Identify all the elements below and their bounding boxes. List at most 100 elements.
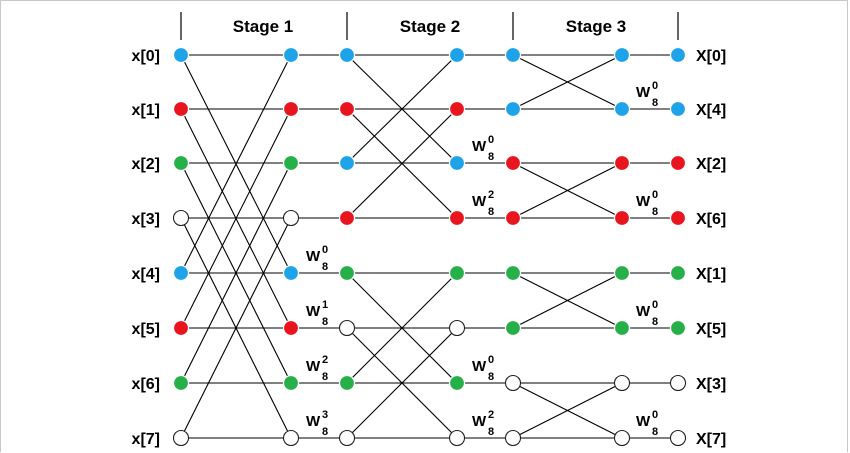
node-blue — [338, 154, 356, 172]
stage-dividers — [180, 12, 679, 40]
node-white — [172, 209, 190, 227]
output-label: X[0] — [696, 48, 726, 65]
twiddle-base: W — [636, 84, 651, 101]
node-green — [613, 264, 631, 282]
twiddle-subscript: 8 — [488, 426, 494, 438]
input-label: x[3] — [132, 211, 160, 228]
input-label: x[7] — [132, 431, 160, 448]
twiddle-subscript: 8 — [652, 206, 658, 218]
node-white — [613, 374, 631, 392]
stage-labels: Stage 1 Stage 2 Stage 3 — [233, 17, 626, 36]
input-label: x[5] — [132, 321, 160, 338]
twiddle-subscript: 8 — [322, 371, 328, 383]
node-red — [669, 209, 687, 227]
twiddle-subscript: 8 — [322, 261, 328, 273]
node-green — [613, 319, 631, 337]
input-label: x[1] — [132, 102, 160, 119]
node-white — [669, 374, 687, 392]
node-green — [448, 264, 466, 282]
stage-1-label: Stage 1 — [233, 17, 293, 36]
wire — [346, 327, 458, 439]
wire — [512, 382, 623, 439]
wire — [346, 108, 458, 219]
wire — [180, 108, 292, 329]
node-blue — [172, 264, 190, 282]
twiddle-subscript: 8 — [652, 316, 658, 328]
node-red — [172, 319, 190, 337]
node-blue — [504, 100, 522, 118]
twiddle-subscript: 8 — [488, 371, 494, 383]
node-red — [613, 154, 631, 172]
node-white — [448, 429, 466, 447]
twiddle-exponent: 0 — [488, 134, 494, 146]
node-red — [504, 154, 522, 172]
node-blue — [669, 100, 687, 118]
output-label: X[2] — [696, 156, 726, 173]
node-green — [172, 374, 190, 392]
twiddle-subscript: 8 — [652, 426, 658, 438]
wire — [346, 54, 458, 164]
node-blue — [504, 46, 522, 64]
input-label: x[6] — [132, 376, 160, 393]
io-labels: x[0]x[1]x[2]x[3]x[4]x[5]x[6]x[7]X[0]X[4]… — [132, 48, 727, 448]
node-red — [448, 209, 466, 227]
node-green — [448, 374, 466, 392]
twiddle-exponent: 2 — [488, 409, 494, 421]
node-green — [338, 264, 356, 282]
twiddle-base: W — [306, 248, 321, 265]
node-red — [338, 209, 356, 227]
node-red — [448, 100, 466, 118]
wire — [346, 272, 458, 384]
node-green — [504, 264, 522, 282]
node-green — [338, 374, 356, 392]
output-label: X[1] — [696, 266, 726, 283]
node-red — [613, 209, 631, 227]
twiddle-base: W — [636, 303, 651, 320]
stage-2-label: Stage 2 — [400, 17, 460, 36]
twiddle-base: W — [636, 193, 651, 210]
node-red — [504, 209, 522, 227]
twiddle-base: W — [636, 413, 651, 430]
node-white — [338, 319, 356, 337]
twiddle-exponent: 2 — [322, 354, 328, 366]
output-label: X[4] — [696, 102, 726, 119]
twiddle-exponent: 1 — [322, 299, 328, 311]
signal-nodes — [172, 46, 687, 447]
node-green — [504, 319, 522, 337]
node-green — [172, 154, 190, 172]
node-green — [669, 319, 687, 337]
twiddle-base: W — [306, 358, 321, 375]
wire — [180, 162, 292, 384]
wire — [512, 54, 623, 110]
node-white — [504, 429, 522, 447]
node-white — [669, 429, 687, 447]
wire — [180, 54, 292, 274]
twiddle-base: W — [472, 138, 487, 155]
node-blue — [613, 46, 631, 64]
node-white — [338, 429, 356, 447]
twiddle-exponent: 0 — [488, 354, 494, 366]
node-blue — [282, 46, 300, 64]
node-red — [282, 319, 300, 337]
twiddle-exponent: 0 — [652, 409, 658, 421]
twiddle-subscript: 8 — [322, 426, 328, 438]
twiddle-base: W — [472, 193, 487, 210]
output-label: X[6] — [696, 211, 726, 228]
node-blue — [282, 264, 300, 282]
node-white — [282, 209, 300, 227]
node-red — [338, 100, 356, 118]
wire — [512, 162, 623, 219]
twiddle-exponent: 0 — [652, 80, 658, 92]
node-green — [669, 264, 687, 282]
input-label: x[4] — [132, 266, 160, 283]
twiddle-subscript: 8 — [488, 151, 494, 163]
node-white — [613, 429, 631, 447]
node-blue — [448, 154, 466, 172]
twiddle-base: W — [472, 358, 487, 375]
